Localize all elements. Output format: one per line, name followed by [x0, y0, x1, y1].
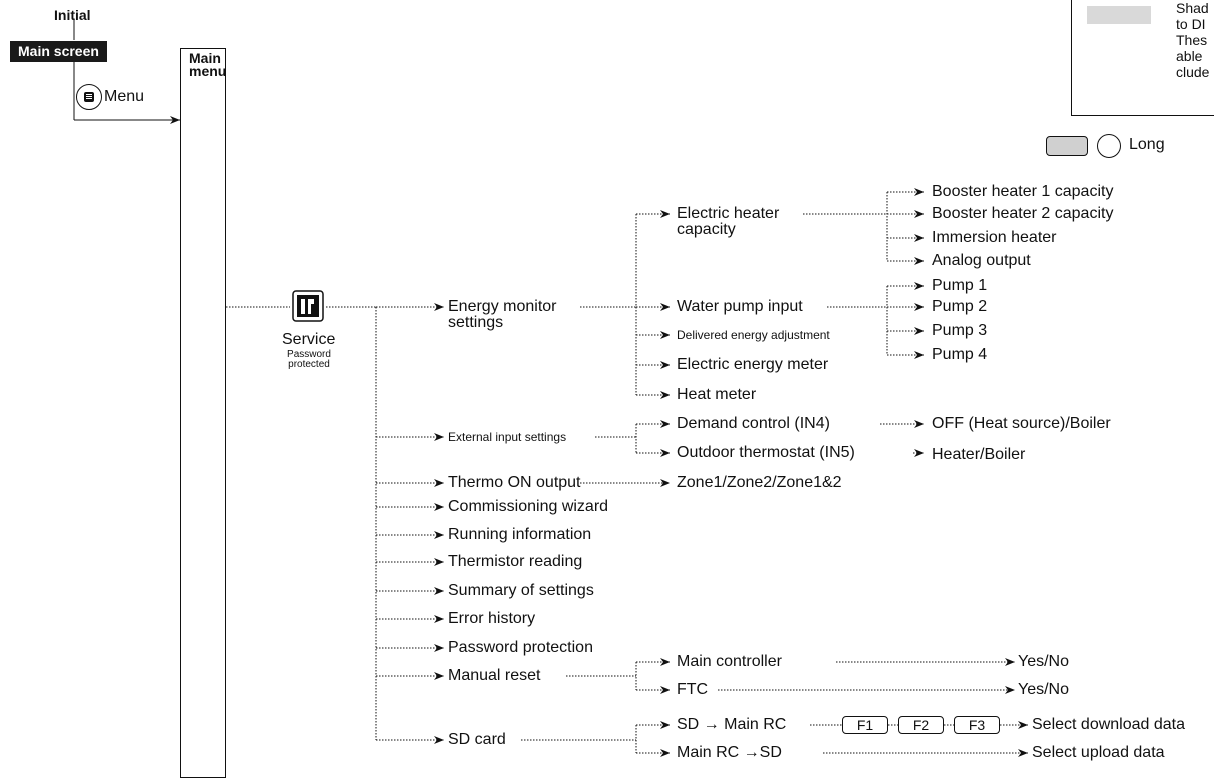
legend-shade-sample	[1087, 6, 1151, 24]
f3-key: F3	[954, 716, 1000, 734]
initial-label: Initial	[54, 7, 91, 23]
immersion-heater: Immersion heater	[932, 229, 1057, 246]
legend-line: to DI	[1176, 16, 1206, 32]
demand-control-in4: Demand control (IN4)	[677, 415, 830, 432]
menu-button-label: Menu	[104, 88, 145, 105]
pump-4: Pump 4	[932, 346, 988, 363]
manual-reset: Manual reset	[448, 667, 541, 684]
service-label: Service	[282, 331, 336, 348]
pump-2: Pump 2	[932, 298, 988, 315]
main-rc-to-sd: Main RC →SD	[677, 744, 782, 761]
pump-1: Pump 1	[932, 277, 988, 294]
long-press-label: Long	[1129, 136, 1165, 153]
external-input-settings: External input settings	[448, 430, 567, 444]
sd-card: SD card	[448, 731, 506, 748]
booster-heater-2-capacity: Booster heater 2 capacity	[932, 205, 1114, 222]
analog-output: Analog output	[932, 252, 1031, 269]
f1-key: F1	[842, 716, 888, 734]
delivered-energy-adjustment: Delivered energy adjustment	[677, 328, 830, 342]
ftc-result: Yes/No	[1018, 681, 1069, 698]
thermo-on-zones: Zone1/Zone2/Zone1&2	[677, 474, 842, 491]
service-wrench-icon	[292, 290, 324, 322]
sd-to-main-rc: SD → Main RC	[677, 716, 787, 733]
running-information: Running information	[448, 526, 592, 543]
heat-meter: Heat meter	[677, 386, 757, 403]
ftc: FTC	[677, 681, 709, 698]
thermo-on-output: Thermo ON output	[448, 474, 581, 491]
outdoor-thermostat-result: Heater/Boiler	[932, 446, 1026, 463]
legend-line: clude	[1176, 64, 1210, 80]
round-button-icon	[1097, 134, 1121, 158]
summary-of-settings: Summary of settings	[448, 582, 594, 599]
main-controller: Main controller	[677, 653, 782, 670]
legend-line: Thes	[1176, 32, 1208, 48]
main-screen-label: Main screen	[10, 41, 107, 62]
error-history: Error history	[448, 610, 536, 627]
demand-control-result: OFF (Heat source)/Boiler	[932, 415, 1111, 432]
f2-key: F2	[898, 716, 944, 734]
thermistor-reading: Thermistor reading	[448, 553, 583, 570]
water-pump-input: Water pump input	[677, 298, 803, 315]
pump-3: Pump 3	[932, 322, 988, 339]
menu-button-icon	[76, 84, 102, 110]
booster-heater-1-capacity: Booster heater 1 capacity	[932, 183, 1114, 200]
energy-monitor-settings: Energy monitor settings	[448, 298, 557, 331]
commissioning-wizard: Commissioning wizard	[448, 498, 609, 515]
legend-line: able	[1176, 48, 1203, 64]
button-key-icon	[1046, 136, 1088, 156]
legend-line: Shad	[1176, 0, 1209, 16]
electric-energy-meter: Electric energy meter	[677, 356, 829, 373]
password-protection: Password protection	[448, 639, 593, 656]
select-upload-data: Select upload data	[1032, 744, 1165, 761]
outdoor-thermostat-in5: Outdoor thermostat (IN5)	[677, 444, 855, 461]
select-download-data: Select download data	[1032, 716, 1185, 733]
main-controller-result: Yes/No	[1018, 653, 1069, 670]
legend-box	[1071, 0, 1214, 116]
electric-heater-capacity: Electric heater capacity	[677, 205, 780, 238]
